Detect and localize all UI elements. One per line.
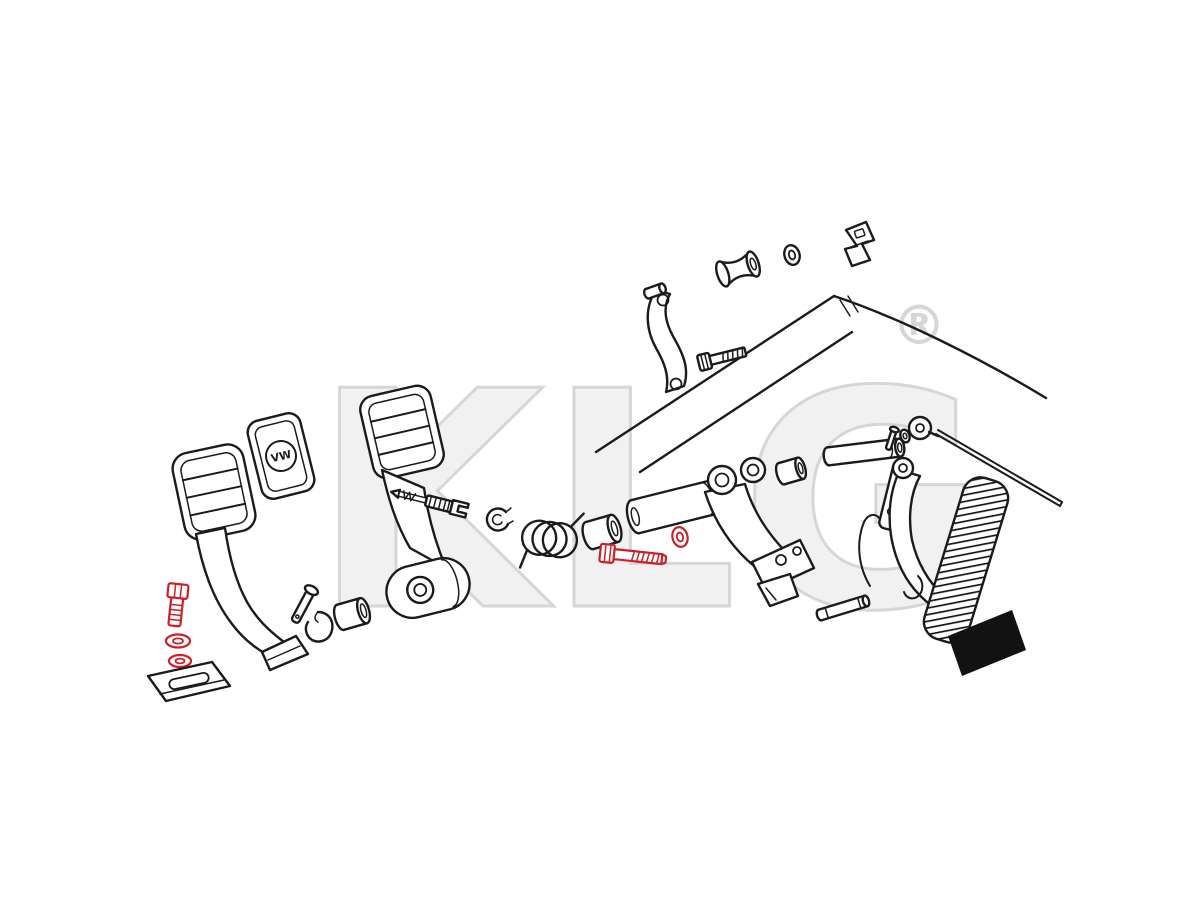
clutch-pedal [171,443,310,672]
barrel-washer [783,243,801,267]
firewall-outline [594,294,1048,474]
cross-shaft [822,437,906,467]
shaft-washer [899,428,911,444]
vw-logo: VW [270,448,293,466]
accelerator-pedal-pad [922,476,1010,644]
mounting-plate [146,660,232,703]
pedal-hinge-flap [948,610,1026,676]
e-clip [485,507,514,532]
pivot-bushing-small [332,596,372,632]
spring-clip [843,220,876,268]
return-spring [518,512,585,569]
accelerator-cable [935,429,1063,507]
accelerator-bellcrank [642,282,688,394]
registered-trademark-icon: ® [892,294,946,357]
pedal-bracket [703,456,816,608]
retaining-clip [304,610,334,643]
shaft-pin [884,425,900,451]
spring-hook [903,575,924,600]
bracket-bushing [774,456,808,486]
hinge-pin [815,594,871,622]
clutch-pedal-bolt [166,582,190,628]
pedal-rubber-vw-logo: VW [246,412,316,500]
shaft-bushing [581,513,623,551]
bracket-bolt [696,346,748,372]
clevis-pin [290,584,320,624]
cable-barrel [714,250,762,288]
spring-washer [164,633,192,649]
brake-pedal [359,384,471,620]
accelerator-return-spring [858,513,880,587]
pivot-bolt [598,542,668,566]
pivot-bolt-washer [671,526,689,548]
flat-washer [167,653,193,669]
accelerator-pedal [888,456,1026,676]
cable-swivel [907,415,940,441]
master-cylinder-pushrod [390,488,470,519]
